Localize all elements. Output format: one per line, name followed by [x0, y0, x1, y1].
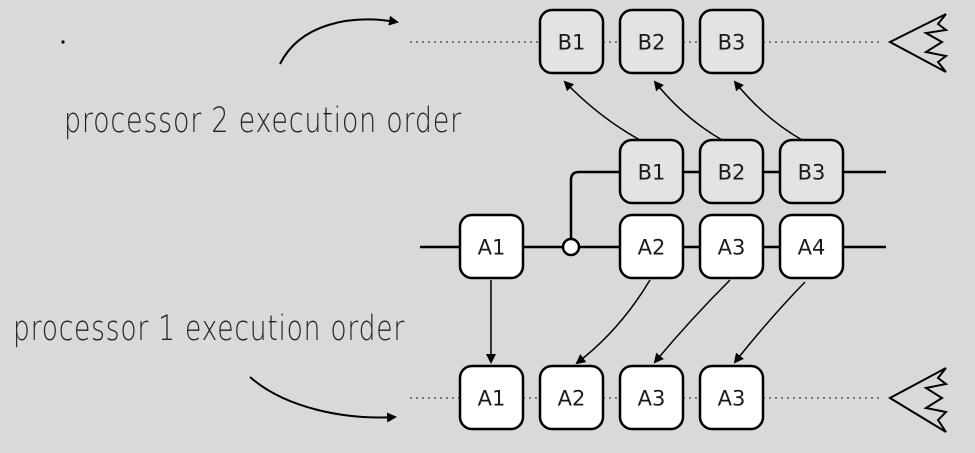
p1-node-4: A3	[698, 364, 765, 431]
p2-node-label: B2	[638, 31, 666, 55]
processor1-pointer-arrow	[249, 376, 397, 423]
p2-node-label: B1	[558, 31, 586, 55]
graph-b-node-box	[698, 138, 765, 205]
graph-a-node-label: A3	[718, 236, 746, 260]
arrow-a2-to-p1	[575, 279, 651, 365]
mapping-arrows	[486, 80, 806, 365]
p1-node-label: A3	[718, 387, 746, 411]
arrow-b1-to-p2	[563, 80, 641, 141]
graph-b-node-label: B2	[718, 161, 746, 185]
p1-node-label: A3	[638, 387, 666, 411]
graph-a-node-label: A4	[798, 236, 826, 260]
p2-node-label: B3	[718, 31, 746, 55]
p1-node-box	[698, 364, 765, 431]
processor1-label: processor 1 execution order	[13, 309, 405, 349]
graph-b-node-label: B1	[638, 161, 666, 185]
processor2-end-marker	[887, 13, 949, 73]
p2-node-box	[538, 8, 605, 75]
arrow-a3-to-p1	[653, 279, 731, 364]
arrow-b3-to-p2	[733, 80, 803, 141]
p2-node-box	[618, 8, 685, 75]
p1-node-label: A1	[478, 387, 506, 411]
arrow-a4-to-p1	[733, 281, 806, 364]
p1-node-box	[458, 364, 525, 431]
graph-a-node-4: A4	[778, 213, 845, 280]
graph-b-node-2: B2	[698, 138, 765, 205]
graph-b-node-label: B3	[798, 161, 826, 185]
graph-a-node-3: A3	[698, 213, 765, 280]
graph-a-node-box	[778, 213, 845, 280]
processor2-pointer-arrow	[279, 15, 399, 65]
p2-node-2: B2	[618, 8, 685, 75]
graph-a-node-2: A2	[618, 213, 685, 280]
graph-a-node-box	[458, 213, 525, 280]
graph-a-node-label: A2	[638, 236, 666, 260]
p1-node-box	[538, 364, 605, 431]
graph-b-node-3: B3	[778, 138, 845, 205]
graph-a-node-box	[618, 213, 685, 280]
graph-a-node-box	[698, 213, 765, 280]
p2-node-box	[698, 8, 765, 75]
p1-node-box	[618, 364, 685, 431]
p1-node-label: A2	[558, 387, 586, 411]
p1-node-2: A2	[538, 364, 605, 431]
graph-b-node-box	[618, 138, 685, 205]
arrow-b2-to-p2	[653, 80, 723, 141]
p2-node-1: B1	[538, 8, 605, 75]
fork-node	[561, 237, 581, 257]
graph-b-node-box	[778, 138, 845, 205]
graph-a-node-label: A1	[478, 236, 506, 260]
p1-node-3: A3	[618, 364, 685, 431]
stray-dot	[61, 40, 65, 44]
processor2-label: processor 2 execution order	[64, 101, 462, 141]
graph-edges	[420, 170, 886, 249]
processor1-end-marker	[887, 367, 949, 433]
graph-b-node-1: B1	[618, 138, 685, 205]
graph-a-node-1: A1	[458, 213, 525, 280]
p2-node-3: B3	[698, 8, 765, 75]
p1-node-1: A1	[458, 364, 525, 431]
